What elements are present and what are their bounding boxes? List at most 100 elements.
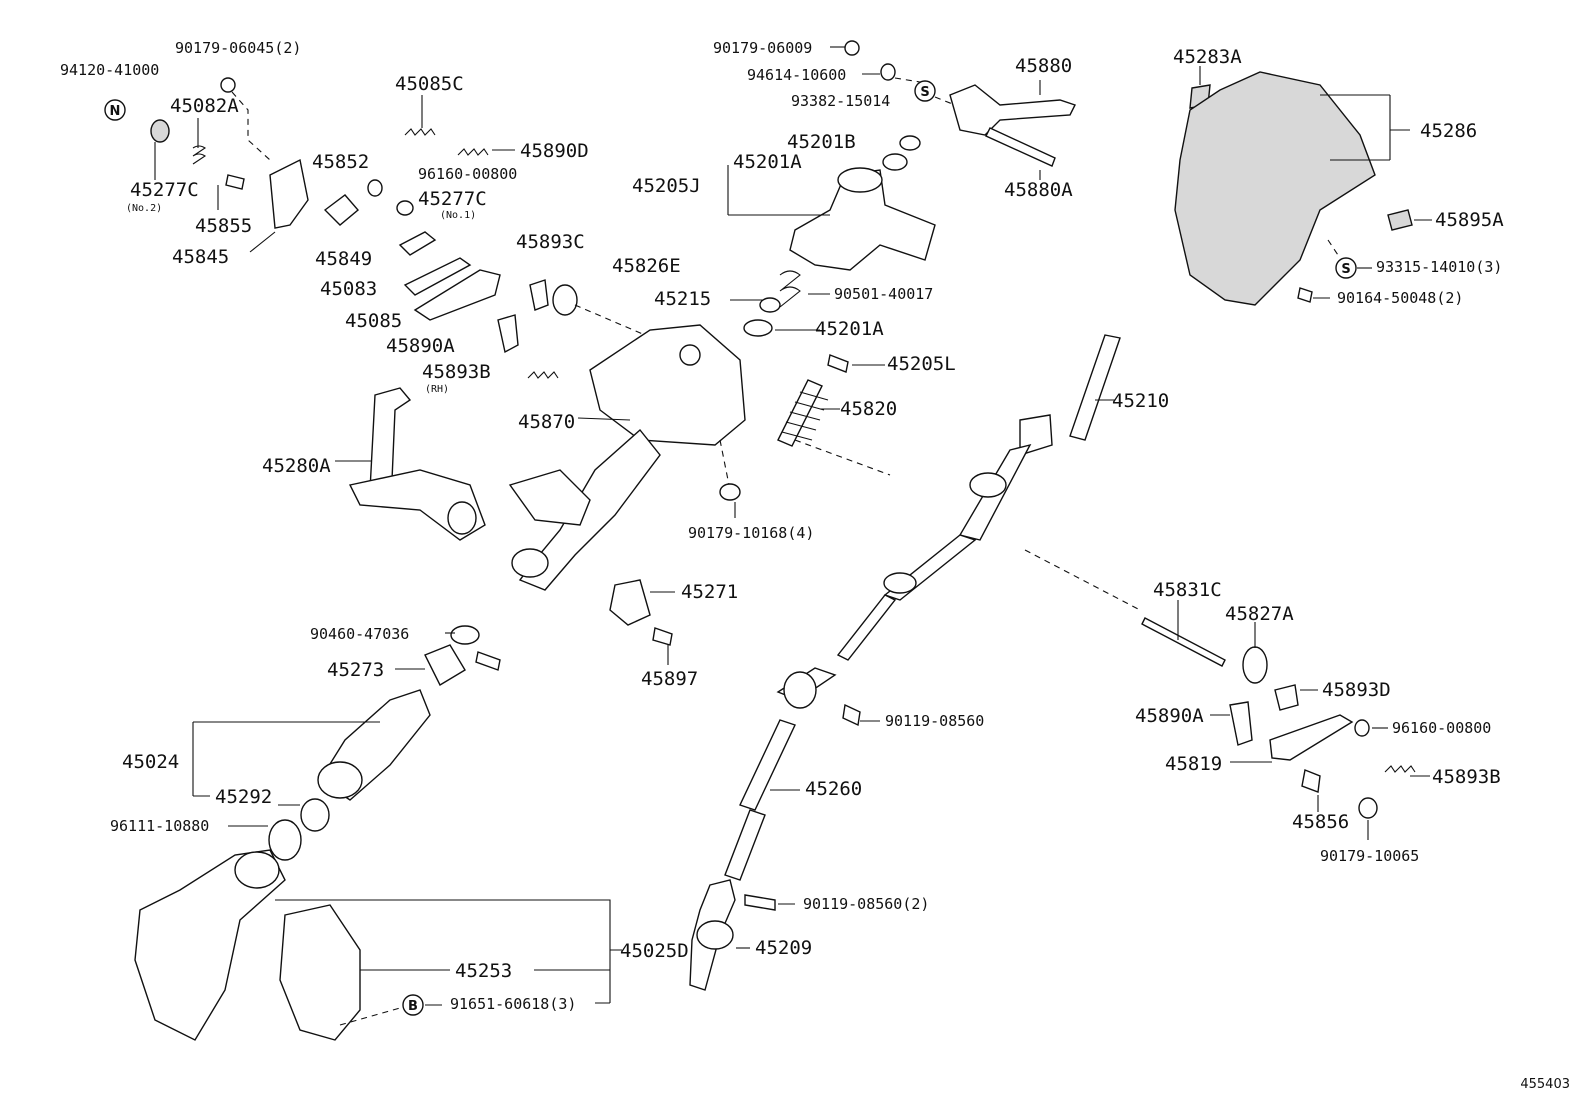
label-45831C: 45831C bbox=[1153, 579, 1222, 601]
label-45827A: 45827A bbox=[1225, 603, 1294, 625]
part-group-lock-levers bbox=[323, 95, 681, 379]
label-45280A: 45280A bbox=[262, 455, 331, 477]
label-45893C: 45893C bbox=[516, 231, 585, 253]
part-45205L-bolt bbox=[827, 354, 849, 373]
label-93382-15014: 93382-15014 bbox=[791, 92, 890, 110]
part-45870-tube-end bbox=[511, 548, 549, 578]
label-45210: 45210 bbox=[1112, 390, 1169, 412]
part-45856-bolt bbox=[1301, 769, 1321, 793]
part-45085-bracket bbox=[413, 269, 501, 321]
label-94120-41000: 94120-41000 bbox=[60, 61, 159, 79]
part-45852-plate bbox=[323, 194, 359, 226]
part-labels: 94120-41000 90179-06045(2) 45082A 45277C… bbox=[60, 39, 1570, 1092]
label-45890A-b: 45890A bbox=[1135, 705, 1204, 727]
label-rh: (RH) bbox=[425, 384, 449, 395]
label-45880A: 45880A bbox=[1004, 179, 1073, 201]
part-group-tilt-lever-bracket: N bbox=[104, 77, 309, 253]
part-45890A-pawl bbox=[497, 314, 519, 354]
part-group-tilt-head: S bbox=[727, 40, 1076, 476]
badge-n-text: N bbox=[110, 104, 121, 119]
part-group-column-cover: S bbox=[1174, 66, 1432, 306]
part-45280A-column-support bbox=[335, 387, 486, 541]
label-45880: 45880 bbox=[1015, 55, 1072, 77]
part-45831C-pin bbox=[1141, 617, 1226, 667]
part-45819-plate bbox=[1269, 714, 1354, 761]
part-45201A-washer bbox=[759, 297, 781, 313]
label-45826E: 45826E bbox=[612, 255, 681, 277]
label-45201A-b: 45201A bbox=[815, 318, 884, 340]
part-45253-cover-plate bbox=[279, 904, 361, 1041]
part-45286-column-cover bbox=[1174, 71, 1376, 306]
part-45893D-pawl bbox=[1274, 684, 1299, 711]
label-45852: 45852 bbox=[312, 151, 369, 173]
part-45849-lever bbox=[398, 231, 437, 256]
label-45273: 45273 bbox=[327, 659, 384, 681]
label-96160-00800-b: 96160-00800 bbox=[1392, 719, 1491, 737]
part-45277C-nut bbox=[150, 119, 170, 143]
label-45283A: 45283A bbox=[1173, 46, 1242, 68]
part-45215-spring bbox=[779, 270, 801, 308]
label-45849: 45849 bbox=[315, 248, 372, 270]
label-45893D: 45893D bbox=[1322, 679, 1391, 701]
label-90179-06009: 90179-06009 bbox=[713, 39, 812, 57]
part-group-lock-mechanism-right bbox=[1141, 600, 1430, 840]
label-45855: 45855 bbox=[195, 215, 252, 237]
label-90179-10168: 90179-10168(4) bbox=[688, 524, 814, 542]
label-94614-10600: 94614-10600 bbox=[747, 66, 846, 84]
part-45201A-bushing bbox=[882, 153, 908, 171]
label-45215: 45215 bbox=[654, 288, 711, 310]
part-45827A-cam bbox=[1242, 646, 1268, 684]
label-45260: 45260 bbox=[805, 778, 862, 800]
part-45292-seal bbox=[300, 798, 330, 832]
label-45205J: 45205J bbox=[632, 175, 701, 197]
part-90119-08560-bolt-b bbox=[744, 894, 776, 911]
part-45826E-cam bbox=[552, 284, 578, 316]
part-45083-bracket bbox=[403, 257, 472, 296]
part-45855-bolt bbox=[225, 174, 245, 190]
part-90179-06009-nut bbox=[844, 40, 860, 56]
label-45286: 45286 bbox=[1420, 120, 1477, 142]
part-45082A-spring bbox=[192, 145, 206, 165]
part-45890D-spring bbox=[457, 148, 489, 156]
label-45024: 45024 bbox=[122, 751, 179, 773]
part-45893B-spring bbox=[527, 371, 559, 379]
label-45819: 45819 bbox=[1165, 753, 1222, 775]
part-45890A-pawl bbox=[1229, 701, 1253, 746]
part-group-lower-column bbox=[609, 579, 880, 991]
part-93382-15014-badge bbox=[914, 80, 936, 102]
label-90164-50048: 90164-50048(2) bbox=[1337, 289, 1463, 307]
part-45880-tilt-lever bbox=[949, 84, 1076, 136]
label-45870: 45870 bbox=[518, 411, 575, 433]
label-45271: 45271 bbox=[681, 581, 738, 603]
diagram-reference-number: 455403 bbox=[1520, 1077, 1570, 1092]
label-45277C-no1: 45277C bbox=[418, 188, 487, 210]
label-90501-40017: 90501-40017 bbox=[834, 285, 933, 303]
part-45870-column-housing bbox=[508, 324, 746, 591]
label-45085: 45085 bbox=[345, 310, 402, 332]
part-45210-main-shaft bbox=[836, 334, 1141, 661]
label-45277C-no2: 45277C bbox=[130, 179, 199, 201]
part-45897-bolt bbox=[652, 627, 673, 646]
part-90179-10168-nut bbox=[719, 483, 741, 501]
label-91651-60618: 91651-60618(3) bbox=[450, 995, 576, 1013]
label-45253: 45253 bbox=[455, 960, 512, 982]
part-90119-08560-bolt bbox=[842, 703, 861, 727]
label-45209: 45209 bbox=[755, 937, 812, 959]
label-90179-10065: 90179-10065 bbox=[1320, 847, 1419, 865]
label-45201A-a: 45201A bbox=[733, 151, 802, 173]
label-96160-00800-a: 96160-00800 bbox=[418, 165, 517, 183]
badge-s1-text: S bbox=[920, 85, 929, 100]
label-45820: 45820 bbox=[840, 398, 897, 420]
part-45273-bushing bbox=[424, 644, 466, 686]
label-45201B: 45201B bbox=[787, 131, 856, 153]
label-45890D: 45890D bbox=[520, 140, 589, 162]
badge-b-text: B bbox=[408, 999, 418, 1014]
label-45845: 45845 bbox=[172, 246, 229, 268]
label-45082A: 45082A bbox=[170, 95, 239, 117]
part-90164-50048-screw bbox=[1297, 287, 1313, 303]
part-90460-47036-clip bbox=[450, 625, 480, 645]
label-45856: 45856 bbox=[1292, 811, 1349, 833]
label-45085C: 45085C bbox=[395, 73, 464, 95]
part-90179-10065-nut bbox=[1358, 797, 1378, 819]
